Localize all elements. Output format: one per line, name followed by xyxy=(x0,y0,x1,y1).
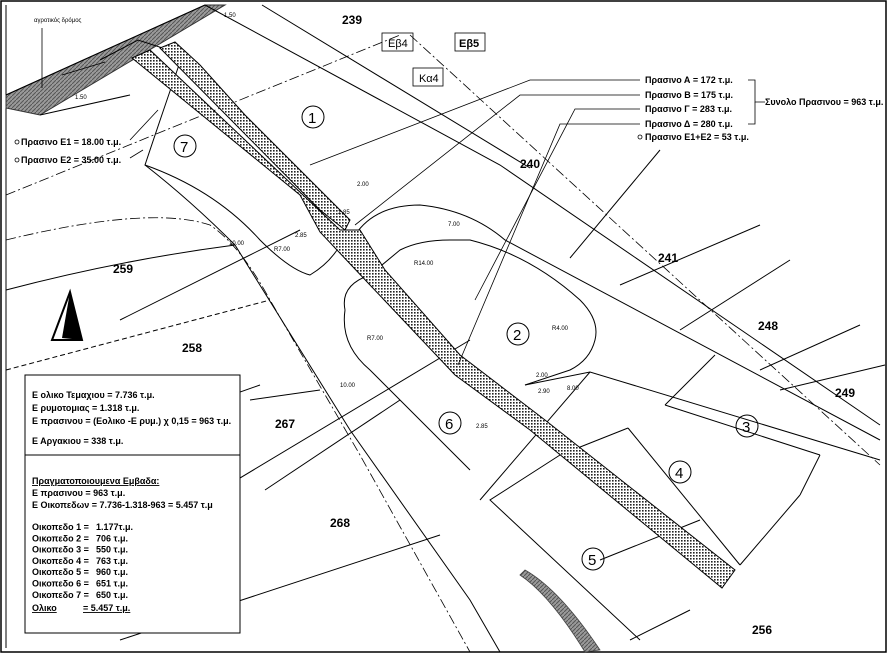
plot-area-row-value: 763 τ.μ. xyxy=(96,556,128,566)
plot-area-row-name: Οικοπεδο 2 = xyxy=(32,533,89,543)
leader-lines xyxy=(14,28,765,366)
plot-area-row-name: Οικοπεδο 5 = xyxy=(32,567,89,577)
parcel-256: 256 xyxy=(752,623,772,637)
plot-area-row-value: 706 τ.μ. xyxy=(96,533,128,543)
parcel-258: 258 xyxy=(182,341,202,355)
parcel-248: 248 xyxy=(758,319,778,333)
plot-6-label: 6 xyxy=(445,416,453,433)
svg-text:10.00: 10.00 xyxy=(340,383,356,389)
plot-2-label: 2 xyxy=(513,327,521,344)
legend-green-a: Πρασινο Α = 172 τ.μ. xyxy=(645,75,733,85)
plot-markers xyxy=(173,105,759,571)
parcel-259: 259 xyxy=(113,262,133,276)
plot-5-label: 5 xyxy=(588,552,596,569)
green-strip xyxy=(131,41,736,589)
parcel-268: 268 xyxy=(330,516,350,530)
svg-text:10.00: 10.00 xyxy=(229,241,245,247)
plot-4-label: 4 xyxy=(675,465,683,482)
svg-text:1.50: 1.50 xyxy=(224,13,236,19)
green-formula-line: Ε πρασινου = (Εολικο -Ε ρυμ.) χ 0,15 = 9… xyxy=(32,416,231,426)
agricultural-road-label: αγροτικός δρόμος xyxy=(34,17,82,24)
zone-box-eb4 xyxy=(381,32,414,52)
legend-green-total: Συνολο Πρασινου = 963 τ.μ. xyxy=(765,97,883,107)
zone-box-eb5 xyxy=(454,32,486,52)
legend-green-b: Πρασινο Β = 175 τ.μ. xyxy=(645,90,733,100)
dimension-labels: 1.50 1.50 2.00 2.85 2.85 R7.00 10.00 7.0… xyxy=(75,13,579,430)
parcel-249: 249 xyxy=(835,386,855,400)
plot-area-row-value: 960 τ.μ. xyxy=(96,567,128,577)
legend-green-d: Πρασινο Δ = 280 τ.μ. xyxy=(645,119,733,129)
svg-text:2.90: 2.90 xyxy=(538,389,550,395)
stream-area-line: Ε Αργακιου = 338 τ.μ. xyxy=(32,436,123,446)
stream-bed xyxy=(519,569,601,653)
plot-area-rows: Οικοπεδο 1 = 1.177τ.μ. Οικοπεδο 2 = 706 τ.μ… xyxy=(32,522,133,600)
plot-area-row-value: 651 τ.μ. xyxy=(96,579,128,589)
svg-text:7.00: 7.00 xyxy=(448,222,460,228)
plot-3-label: 3 xyxy=(742,419,750,436)
legend-green-e2: Πρασινο Ε2 = 35.00 τ.μ. xyxy=(21,155,121,165)
plot-area-row-value: 650 τ.μ. xyxy=(96,590,128,600)
svg-text:2.85: 2.85 xyxy=(476,424,488,430)
grand-total-name: Ολικο xyxy=(32,603,57,613)
plot-7-label: 7 xyxy=(180,139,188,156)
realized-areas-title: Πραγματοποιουμενα Εμβαδα: xyxy=(32,476,159,486)
zone-eb5-label: Εβ5 xyxy=(459,38,479,50)
svg-text:R7.00: R7.00 xyxy=(367,336,384,342)
legend-green-e1: Πρασινο Ε1 = 18.00 τ.μ. xyxy=(21,137,121,147)
parcel-boundaries xyxy=(5,4,886,653)
plot-area-row-name: Οικοπεδο 3 = xyxy=(32,545,89,555)
svg-text:R4.00: R4.00 xyxy=(552,326,569,332)
street-area-line: Ε ρυμοτομιας = 1.318 τ.μ. xyxy=(32,403,139,413)
svg-text:2.85: 2.85 xyxy=(295,233,307,239)
grand-total-value: = 5.457 τ.μ. xyxy=(83,603,130,613)
svg-text:8.00: 8.00 xyxy=(567,386,579,392)
svg-text:2.85: 2.85 xyxy=(338,210,350,216)
svg-text:R14.00: R14.00 xyxy=(414,261,434,267)
agricultural-road xyxy=(5,4,227,116)
zone-eb4-label: Εβ4 xyxy=(388,38,408,50)
parcel-241: 241 xyxy=(658,251,678,265)
areas-table: Ε ολικο Τεμαχιου = 7.736 τ.μ. Ε ρυμοτομι… xyxy=(24,374,241,634)
zone-ka4-label: Κα4 xyxy=(419,73,439,85)
legend-green-g: Πρασινο Γ = 283 τ.μ. xyxy=(645,104,732,114)
parcel-240: 240 xyxy=(520,157,540,171)
green-area-legend: Πρασινο Α = 172 τ.μ. Πρασινο Β = 175 τ.μ… xyxy=(645,75,883,142)
legend-green-e: Πρασινο Ε1+Ε2 = 53 τ.μ. xyxy=(645,132,749,142)
plot-area-row-value: 1.177τ.μ. xyxy=(96,522,133,532)
plot-area-row-name: Οικοπεδο 1 = xyxy=(32,522,89,532)
svg-text:R7.00: R7.00 xyxy=(274,247,291,253)
plots-area-line: Ε Οικοπεδων = 7.736-1.318-963 = 5.457 τ.… xyxy=(32,500,213,510)
svg-text:2.00: 2.00 xyxy=(357,182,369,188)
total-area-line: Ε ολικο Τεμαχιου = 7.736 τ.μ. xyxy=(32,390,155,400)
realized-green-line: Ε πρασινου = 963 τ.μ. xyxy=(32,488,125,498)
parcel-239: 239 xyxy=(342,13,362,27)
plot-area-row-name: Οικοπεδο 6 = xyxy=(32,579,89,589)
parcel-267: 267 xyxy=(275,417,295,431)
zone-box-ka4 xyxy=(412,67,444,87)
plot-area-row-name: Οικοπεδο 7 = xyxy=(32,590,89,600)
svg-text:2.00: 2.00 xyxy=(536,373,548,379)
plot-area-row-value: 550 τ.μ. xyxy=(96,545,128,555)
north-arrow-icon xyxy=(50,288,84,341)
plot-area-row-name: Οικοπεδο 4 = xyxy=(32,556,89,566)
svg-text:1.50: 1.50 xyxy=(75,95,87,101)
green-e-legend: Πρασινο Ε1 = 18.00 τ.μ. Πρασινο Ε2 = 35.… xyxy=(21,137,121,165)
plot-1-label: 1 xyxy=(308,110,316,127)
